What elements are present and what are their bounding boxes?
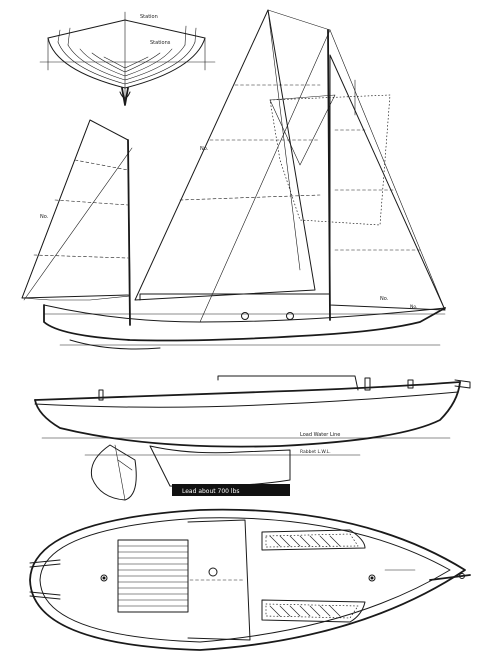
port-berth bbox=[261, 529, 366, 551]
main-sail-label: No. bbox=[380, 296, 389, 302]
starboard-berth bbox=[261, 599, 366, 623]
ballast-label: Lead about 700 lbs bbox=[182, 488, 240, 495]
section-label-top: Station bbox=[140, 14, 158, 20]
body-sections-view: Station Stations bbox=[39, 11, 216, 106]
jib-label: No. bbox=[200, 146, 209, 152]
sail-plan-view: No. No. No. No. bbox=[21, 9, 446, 350]
deck-plan-view bbox=[29, 508, 471, 651]
mizzen-sail-label: No. bbox=[40, 214, 49, 220]
section-label-mid: Stations bbox=[150, 40, 171, 46]
load-water-line-label: Load Water Line bbox=[300, 432, 340, 438]
main-mast-step bbox=[368, 574, 376, 582]
mizzen-mast-step bbox=[100, 574, 108, 582]
hull-profile-view: Load Water Line Rabbet L.W.L. Lead about… bbox=[34, 375, 471, 501]
rabbet-line-label: Rabbet L.W.L. bbox=[300, 449, 331, 455]
ballast-plate bbox=[172, 484, 290, 496]
sail-plan-note: No. bbox=[410, 304, 417, 310]
